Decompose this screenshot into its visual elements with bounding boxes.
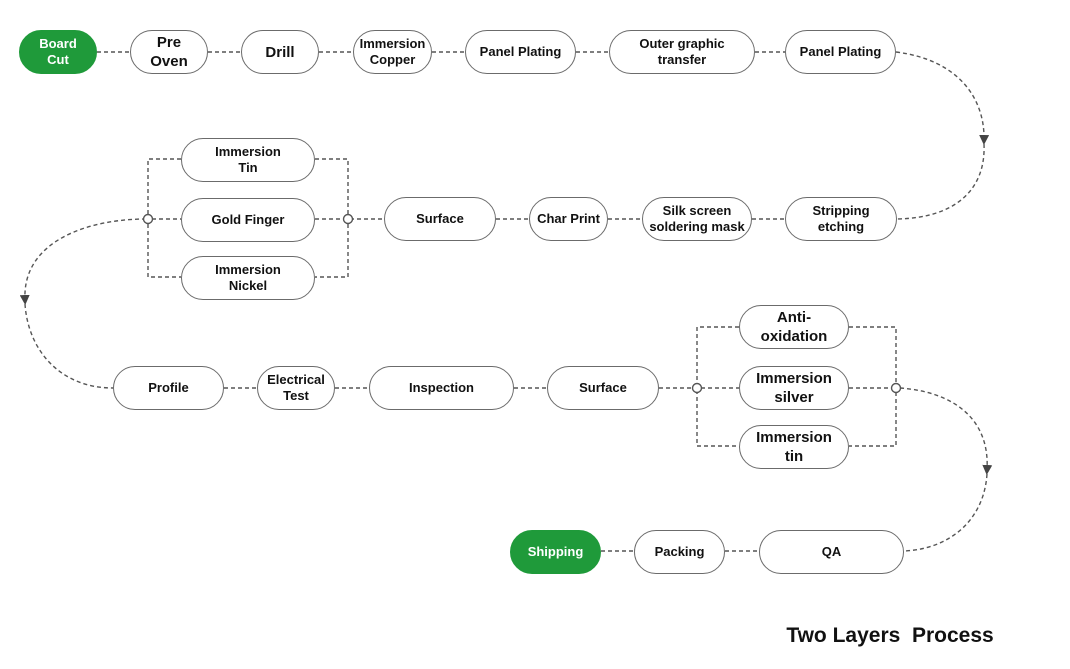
junction-right-row2: [342, 213, 354, 225]
curve-row4-from-row3: [903, 473, 988, 552]
curve-row2-to-row3: [19, 218, 147, 305]
node-gold-finger: Gold Finger: [181, 198, 315, 242]
junction-left-row3: [691, 382, 703, 394]
node-outer-graphic-transfer: Outer graphic transfer: [609, 30, 755, 74]
node-immersion-copper: Immersion Copper: [353, 30, 432, 74]
node-immersion-tin-1: Immersion Tin: [181, 138, 315, 182]
node-immersion-tin-2: Immersion tin: [739, 425, 849, 469]
node-inspection: Inspection: [369, 366, 514, 410]
junction-left-row2: [142, 213, 154, 225]
curve-row2-from-row1: [896, 143, 985, 220]
node-qa: QA: [759, 530, 904, 574]
node-immersion-silver: Immersion silver: [739, 366, 849, 410]
node-drill: Drill: [241, 30, 319, 74]
node-panel-plating-2: Panel Plating: [785, 30, 896, 74]
junction-right-row3: [890, 382, 902, 394]
node-profile: Profile: [113, 366, 224, 410]
curve-row1-to-row2: [895, 51, 990, 145]
curve-row3-to-row4: [899, 387, 993, 475]
curve-row3-from-row2: [24, 303, 114, 389]
branch2-left-frame: [696, 326, 739, 447]
node-pre-oven: Pre Oven: [130, 30, 208, 74]
node-electrical-test: Electrical Test: [257, 366, 335, 410]
node-char-print: Char Print: [529, 197, 608, 241]
node-stripping-etching: Stripping etching: [785, 197, 897, 241]
node-surface-2: Surface: [547, 366, 659, 410]
node-silk-screen-soldering-mask: Silk screen soldering mask: [642, 197, 752, 241]
node-surface-1: Surface: [384, 197, 496, 241]
node-panel-plating-1: Panel Plating: [465, 30, 576, 74]
branch2-right-frame: [849, 326, 897, 447]
node-packing: Packing: [634, 530, 725, 574]
node-shipping: Shipping: [510, 530, 601, 574]
node-immersion-nickel: Immersion Nickel: [181, 256, 315, 300]
node-board-cut: Board Cut: [19, 30, 97, 74]
node-anti-oxidation: Anti-oxidation: [739, 305, 849, 349]
diagram-title: Two Layers Process: [786, 624, 994, 647]
